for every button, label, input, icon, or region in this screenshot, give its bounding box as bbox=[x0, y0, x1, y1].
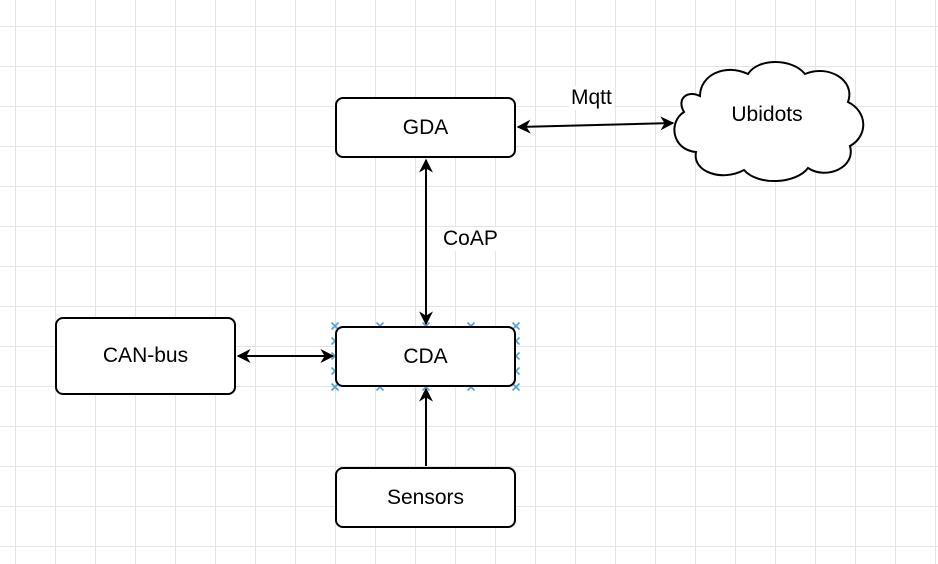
node-sensors[interactable]: Sensors bbox=[335, 467, 516, 528]
node-ubidots-label: Ubidots bbox=[731, 103, 803, 126]
edge-gda-ubidots[interactable] bbox=[516, 116, 675, 134]
node-gda[interactable]: GDA bbox=[335, 97, 516, 158]
edge-label-mqtt[interactable]: Mqtt bbox=[569, 86, 614, 110]
node-cda[interactable]: CDA bbox=[335, 326, 516, 387]
edge-label-coap[interactable]: CoAP bbox=[441, 227, 500, 251]
node-canbus-label: CAN-bus bbox=[102, 344, 189, 367]
node-cda-label: CDA bbox=[403, 344, 448, 368]
node-ubidots-cloud[interactable] bbox=[673, 61, 865, 183]
node-sensors-label: Sensors bbox=[386, 485, 465, 509]
node-canbus[interactable]: CAN-bus bbox=[55, 317, 236, 395]
node-gda-label: GDA bbox=[402, 115, 449, 139]
